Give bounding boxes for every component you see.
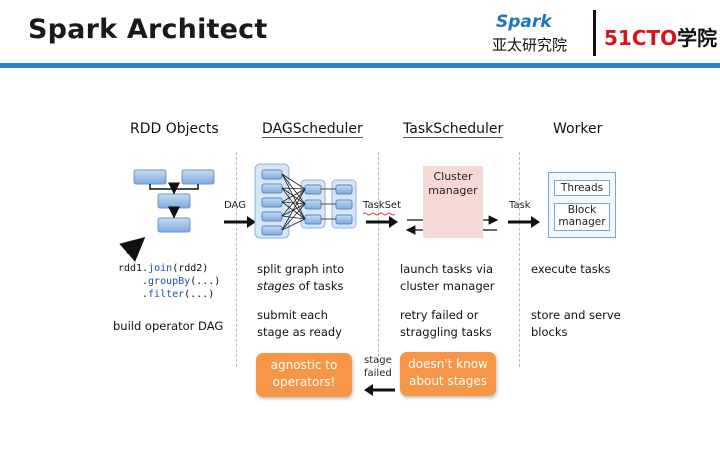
code-join: join	[148, 263, 173, 274]
spark-logo: Spark 亚太研究院	[492, 12, 584, 56]
badge-dag-line2: operators!	[272, 375, 336, 389]
spellcheck-squiggle	[362, 212, 396, 216]
logo-divider	[593, 10, 596, 56]
code-filter: filter	[148, 289, 185, 300]
badge-doesnt-know-stages: doesn't know about stages	[400, 352, 496, 396]
code-line-3: .filter(...)	[142, 288, 214, 301]
badge-task-line1: doesn't know	[408, 357, 488, 371]
slide-title: Spark Architect	[28, 14, 268, 45]
label-stage: stage	[364, 355, 392, 366]
rdd-description: build operator DAG	[113, 319, 224, 333]
cluster-label-line1: Cluster	[433, 170, 473, 183]
arrow-taskset	[362, 212, 398, 228]
heading-dagscheduler: DAGScheduler	[262, 121, 363, 138]
rdd-dag-graph	[119, 169, 215, 262]
separator-2	[378, 152, 379, 367]
code-rdd1: rdd1.	[118, 263, 149, 274]
task-text-3: retry failed or	[400, 308, 479, 322]
code-line-2: .groupBy(...)	[142, 275, 220, 288]
51cto-logo-num: 51CTO	[604, 26, 678, 50]
block-manager-line2: manager	[558, 216, 606, 228]
badge-dag-line1: agnostic to	[270, 358, 338, 372]
51cto-logo-cn: 学院	[677, 26, 718, 50]
dag-text-2: stages of tasks	[257, 277, 344, 295]
title-underline-bar	[0, 63, 720, 68]
badge-task-line2: about stages	[409, 374, 487, 388]
pointer-arrow	[119, 237, 146, 262]
label-dag: DAG	[224, 200, 246, 211]
separator-3	[519, 152, 520, 367]
label-task: Task	[509, 200, 531, 211]
arrow-dag	[224, 216, 256, 228]
separator-1	[236, 152, 237, 367]
worker-text-1: execute tasks	[531, 262, 611, 276]
code-dot-2: .	[142, 276, 149, 287]
threads-box: Threads	[554, 180, 610, 196]
cluster-manager-label: Cluster manager	[423, 170, 483, 198]
code-args-2: (...)	[190, 276, 221, 287]
worker-text-3: blocks	[531, 325, 568, 339]
code-dot-3: .	[142, 289, 149, 300]
arrow-task	[508, 216, 540, 228]
rdd-node-d	[157, 217, 191, 233]
badge-agnostic-operators: agnostic to operators!	[256, 353, 352, 397]
51cto-logo: 51CTO学院	[604, 22, 717, 51]
dag-text-3: submit each	[257, 308, 328, 322]
cluster-label-line2: manager	[428, 184, 478, 197]
spark-logo-cn: 亚太研究院	[492, 36, 568, 54]
task-text-2: cluster manager	[400, 279, 495, 293]
heading-rdd-objects: RDD Objects	[130, 121, 219, 137]
dag-text-stages: stages	[257, 279, 295, 293]
spark-logo-text: Spark	[496, 12, 552, 32]
heading-worker: Worker	[553, 121, 603, 137]
task-text-1: launch tasks via	[400, 262, 493, 276]
rdd-node-a	[133, 169, 167, 185]
code-groupby: groupBy	[148, 276, 191, 287]
label-failed: failed	[364, 368, 392, 379]
cluster-manager-box	[423, 166, 483, 238]
dag-text-1: split graph into	[257, 262, 345, 276]
task-text-4: straggling tasks	[400, 325, 492, 339]
block-manager-box: Block manager	[554, 203, 610, 231]
rdd-node-c	[157, 193, 191, 209]
dag-stage-graph	[254, 163, 357, 239]
block-manager-line1: Block	[567, 204, 597, 216]
dag-text-4: stage as ready	[257, 325, 342, 339]
heading-taskscheduler: TaskScheduler	[403, 121, 504, 138]
worker-text-2: store and serve	[531, 308, 621, 322]
dag-text-of-tasks: of tasks	[294, 279, 344, 293]
code-line-1: rdd1.join(rdd2)	[118, 262, 208, 275]
code-rdd2: (rdd2)	[172, 263, 209, 274]
arrow-stage-failed	[364, 384, 395, 396]
rdd-node-b	[181, 169, 215, 185]
code-args-3: (...)	[184, 289, 215, 300]
label-taskset: TaskSet	[363, 200, 402, 211]
